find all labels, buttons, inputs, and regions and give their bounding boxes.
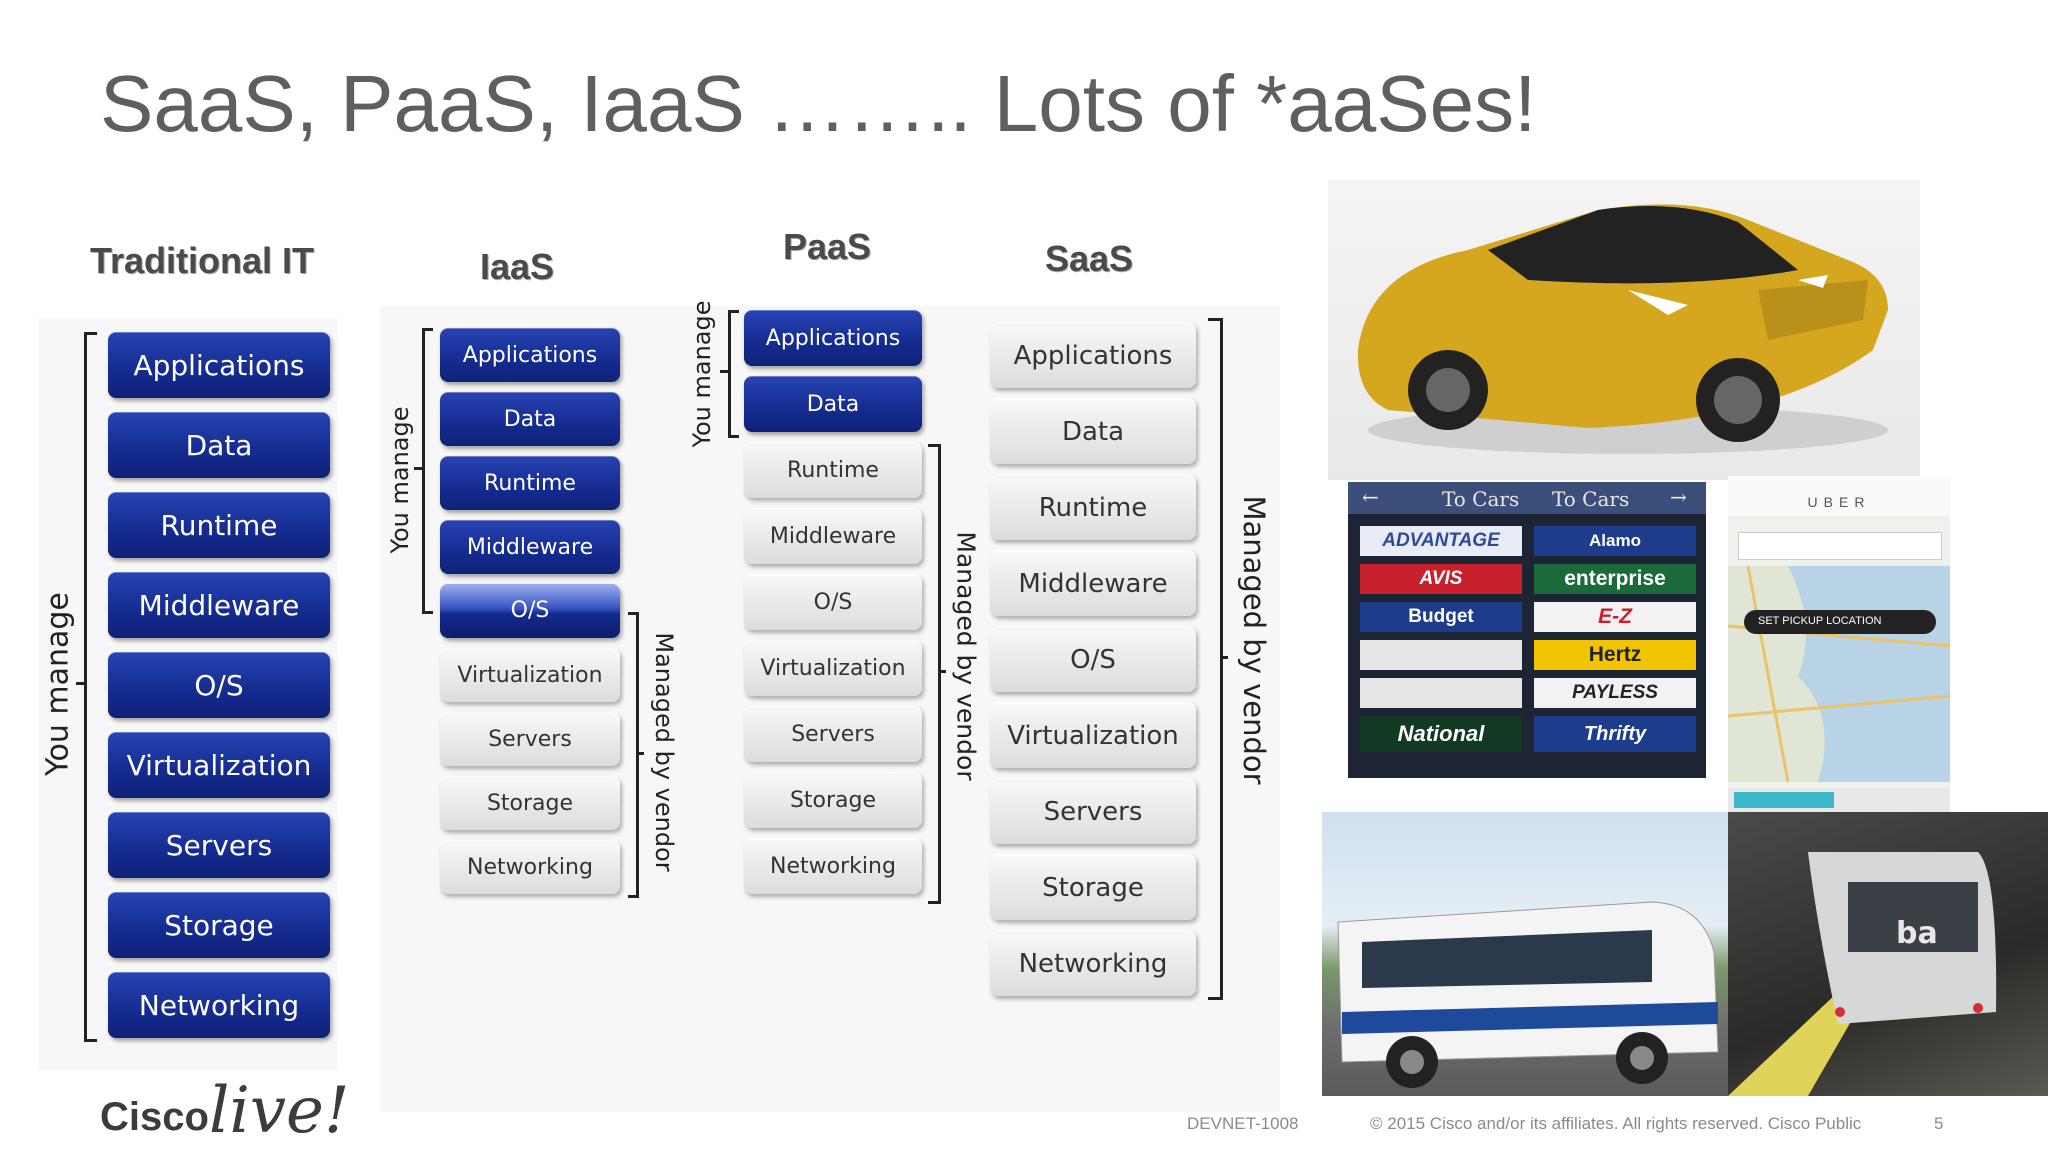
rental-sign: Alamo — [1534, 526, 1696, 556]
heading-saas: SaaS — [1045, 238, 1134, 279]
rental-sign: E-Z — [1534, 602, 1696, 632]
rental-sign: Thrifty — [1534, 716, 1696, 752]
traditional-item: Middleware — [108, 572, 330, 638]
footer-copyright: © 2015 Cisco and/or its affiliates. All … — [1370, 1114, 1862, 1133]
uber-app-photo: UBER SET PICKUP LOCATION — [1728, 476, 1950, 812]
iaas-item: Storage — [440, 776, 620, 830]
paas-item: Virtualization — [744, 640, 922, 696]
rental-sign-header: ← To Cars To Cars → — [1348, 482, 1706, 514]
cisco-live-logo: Ciscolive! — [100, 1066, 350, 1148]
rental-sign: Budget — [1360, 602, 1522, 632]
paas-item: Middleware — [744, 508, 922, 564]
arrow-right-icon: → — [1670, 485, 1687, 509]
uber-pickup-label: SET PICKUP LOCATION — [1758, 615, 1882, 627]
rental-sign: PAYLESS — [1534, 678, 1696, 708]
cisco-logo-text: Cisco — [100, 1095, 209, 1139]
paas-you-manage-bracket — [728, 310, 739, 438]
saas-item: Data — [990, 398, 1196, 464]
traditional-item: Applications — [108, 332, 330, 398]
rental-sign: Hertz — [1534, 640, 1696, 670]
slide-title: SaaS, PaaS, IaaS …….. Lots of *aaSes! — [100, 59, 1537, 148]
saas-item: Middleware — [990, 550, 1196, 616]
paas-item: Servers — [744, 706, 922, 762]
bus-photo — [1322, 812, 1730, 1096]
rental-sign — [1360, 640, 1522, 670]
rental-sign: National — [1360, 716, 1522, 752]
iaas-item: Networking — [440, 840, 620, 894]
iaas-vendor-bracket — [628, 612, 639, 898]
heading-iaas: IaaS — [480, 246, 555, 287]
traditional-item: Servers — [108, 812, 330, 878]
paas-item: Networking — [744, 838, 922, 894]
rental-sign: AVIS — [1360, 564, 1522, 594]
uber-brand: UBER — [1728, 476, 1950, 516]
saas-item: Applications — [990, 322, 1196, 388]
bart-logo: ba — [1896, 916, 1938, 951]
saas-vendor-label: Managed by vendor — [1237, 495, 1271, 785]
paas-item: Data — [744, 376, 922, 432]
iaas-vendor-tick — [636, 752, 644, 755]
iaas-you-manage-label: You manage — [386, 406, 414, 554]
rental-sign — [1360, 678, 1522, 708]
iaas-item: Applications — [440, 328, 620, 382]
saas-item: O/S — [990, 626, 1196, 692]
traditional-bracket-tick — [76, 682, 86, 685]
to-cars-right-label: To Cars — [1552, 487, 1630, 511]
iaas-item: Data — [440, 392, 620, 446]
iaas-you-manage-bracket — [422, 328, 433, 614]
car-rental-signs-photo: ← To Cars To Cars → ADVANTAGE AVIS Budge… — [1348, 482, 1706, 778]
iaas-item: O/S — [440, 584, 620, 638]
paas-vendor-tick — [938, 670, 946, 673]
rental-sign: ADVANTAGE — [1360, 526, 1522, 556]
traditional-item: Storage — [108, 892, 330, 958]
to-cars-left-label: To Cars — [1442, 487, 1520, 511]
iaas-item: Runtime — [440, 456, 620, 510]
paas-item: Runtime — [744, 442, 922, 498]
paas-you-manage-label: You manage — [688, 300, 716, 448]
live-logo-text: live! — [208, 1074, 350, 1148]
footer-page-number: 5 — [1934, 1114, 1944, 1133]
sports-car-photo — [1328, 180, 1920, 480]
iaas-vendor-label: Managed by vendor — [650, 632, 678, 872]
paas-item: Applications — [744, 310, 922, 366]
iaas-item: Virtualization — [440, 648, 620, 702]
traditional-item: Networking — [108, 972, 330, 1038]
iaas-item: Servers — [440, 712, 620, 766]
traditional-item: Virtualization — [108, 732, 330, 798]
paas-vendor-label: Managed by vendor — [951, 531, 981, 781]
paas-you-manage-tick — [720, 370, 728, 373]
heading-paas: PaaS — [783, 226, 872, 267]
rental-sign: enterprise — [1534, 564, 1696, 594]
footer-session-id: DEVNET-1008 — [1187, 1114, 1299, 1133]
paas-item: O/S — [744, 574, 922, 630]
arrow-left-icon: ← — [1362, 485, 1379, 509]
saas-vendor-tick — [1220, 656, 1228, 659]
uber-bottom-bar — [1728, 788, 1950, 812]
saas-item: Storage — [990, 854, 1196, 920]
traditional-bracket — [84, 332, 97, 1042]
uber-map — [1728, 566, 1950, 782]
paas-item: Storage — [744, 772, 922, 828]
saas-item: Virtualization — [990, 702, 1196, 768]
rental-sign-right-column: Alamo enterprise E-Z Hertz PAYLESS Thrif… — [1534, 526, 1696, 752]
saas-item: Servers — [990, 778, 1196, 844]
saas-item: Networking — [990, 930, 1196, 996]
traditional-you-manage-label: You manage — [40, 592, 76, 776]
paas-vendor-bracket — [928, 444, 941, 904]
bart-train-photo: ba — [1728, 812, 2048, 1096]
traditional-item: Data — [108, 412, 330, 478]
saas-vendor-bracket — [1208, 318, 1223, 1000]
iaas-you-manage-tick — [414, 467, 422, 470]
traditional-item: Runtime — [108, 492, 330, 558]
rental-sign-left-column: ADVANTAGE AVIS Budget National — [1360, 526, 1522, 752]
traditional-item: O/S — [108, 652, 330, 718]
saas-item: Runtime — [990, 474, 1196, 540]
uber-address-field — [1738, 532, 1942, 560]
iaas-item: Middleware — [440, 520, 620, 574]
heading-traditional-it: Traditional IT — [90, 240, 315, 281]
